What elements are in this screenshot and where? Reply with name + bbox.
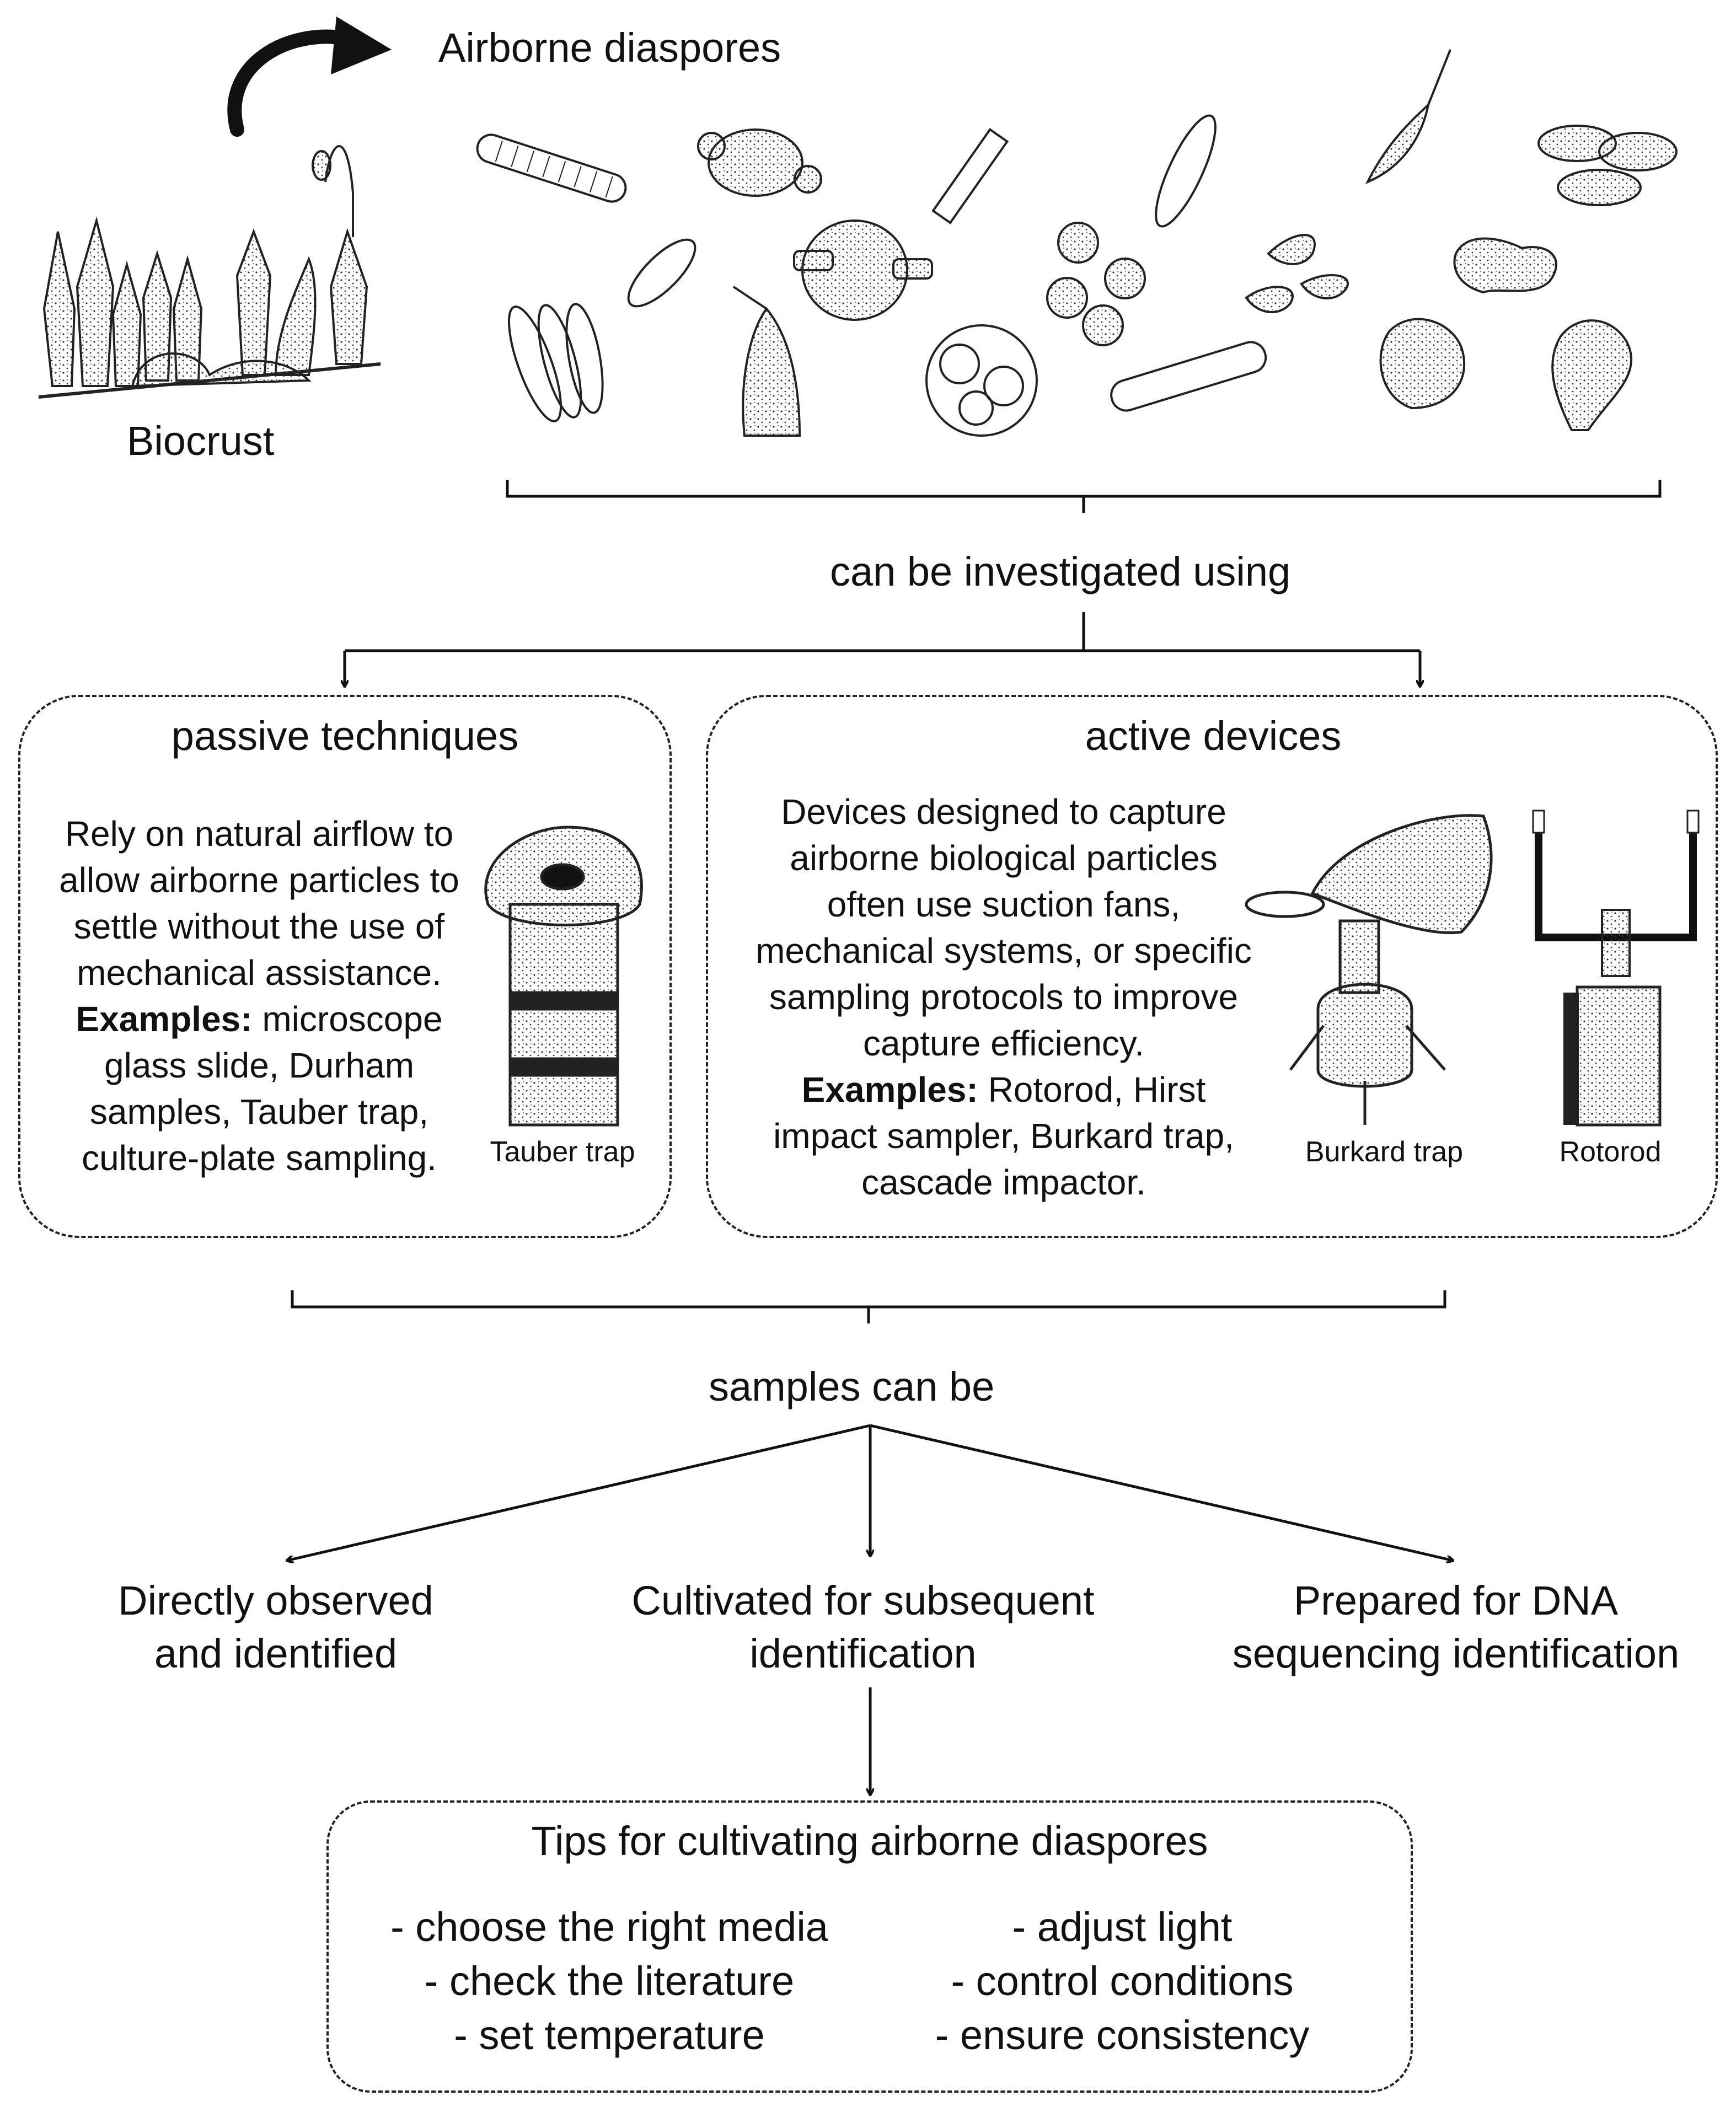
outcome-line: Directly observed	[118, 1578, 433, 1623]
passive-examples-label: Examples:	[76, 999, 253, 1039]
outcome-cultivated: Cultivated for subsequent identification	[587, 1574, 1139, 1680]
active-examples-first: Rotorod, Hirst	[988, 1070, 1206, 1109]
outcome-arrows	[287, 1424, 1453, 1561]
active-line: mechanical systems, or specific	[756, 931, 1252, 971]
passive-line: mechanical assistance.	[77, 953, 442, 993]
active-line: airborne biological particles	[790, 838, 1218, 878]
active-title: active devices	[1085, 713, 1342, 759]
active-description: Devices designed to capture airborne bio…	[717, 789, 1290, 1205]
tip-item: - check the literature	[424, 1958, 795, 2004]
passive-examples-line: Examples: microscope	[33, 996, 485, 1042]
tauber-trap-illustration	[484, 825, 643, 1127]
active-line: Devices designed to capture	[781, 792, 1226, 832]
active-line: sampling protocols to improve	[769, 977, 1239, 1017]
passive-line: glass slide, Durham	[104, 1046, 414, 1085]
outcome-line: sequencing identification	[1232, 1631, 1680, 1676]
outcome-line: identification	[749, 1631, 977, 1676]
passive-line: Rely on natural airflow to	[65, 814, 454, 854]
diaspores-label: Airborne diaspores	[438, 25, 781, 71]
passive-techniques-box	[18, 695, 672, 1238]
biocrust-illustration	[38, 145, 381, 399]
active-examples-label: Examples:	[801, 1070, 978, 1109]
curved-arrow-icon	[227, 17, 392, 137]
burkard-trap-illustration	[1245, 814, 1493, 1125]
tips-title: Tips for cultivating airborne diaspores	[531, 1818, 1208, 1864]
rotorod-illustration	[1532, 810, 1700, 1127]
middle-bracket	[291, 1290, 1446, 1323]
outcome-line: and identified	[154, 1631, 398, 1676]
active-devices-box	[706, 695, 1718, 1238]
split-arrows	[345, 612, 1420, 687]
samples-label: samples can be	[709, 1364, 995, 1409]
rotorod-caption: Rotorod	[1559, 1136, 1662, 1168]
tip-item: - choose the right media	[390, 1904, 828, 1950]
burkard-trap-caption: Burkard trap	[1305, 1136, 1464, 1168]
tip-item: - set temperature	[454, 2012, 765, 2058]
active-line: capture efficiency.	[863, 1023, 1144, 1063]
tauber-trap-caption: Tauber trap	[490, 1136, 635, 1168]
passive-line: samples, Tauber trap,	[89, 1092, 429, 1132]
diaspore-drawings	[476, 49, 1678, 437]
tips-left-column: - choose the right media - check the lit…	[353, 1900, 866, 2062]
biocrust-label: Biocrust	[127, 418, 275, 464]
top-bracket	[506, 480, 1662, 513]
tips-box	[326, 1800, 1413, 2093]
tip-item: - control conditions	[951, 1958, 1294, 2004]
passive-title: passive techniques	[171, 713, 519, 759]
outcome-directly-observed: Directly observed and identified	[55, 1574, 496, 1680]
outcome-line: Prepared for DNA	[1293, 1578, 1619, 1623]
passive-description: Rely on natural airflow to allow airborn…	[33, 811, 485, 1181]
passive-examples-first: microscope	[262, 999, 443, 1039]
tip-item: - ensure consistency	[935, 2012, 1310, 2058]
active-line: often use suction fans,	[827, 885, 1181, 924]
tip-item: - adjust light	[1012, 1904, 1233, 1950]
passive-line: allow airborne particles to	[59, 860, 459, 900]
active-line: cascade impactor.	[861, 1162, 1146, 1202]
investigate-label: can be investigated using	[830, 549, 1291, 594]
tips-right-column: - adjust light - control conditions - en…	[882, 1900, 1362, 2062]
passive-line: culture-plate sampling.	[82, 1138, 437, 1178]
outcome-line: Cultivated for subsequent	[631, 1578, 1095, 1623]
outcome-dna-sequencing: Prepared for DNA sequencing identificati…	[1180, 1574, 1732, 1680]
passive-line: settle without the use of	[73, 907, 445, 946]
active-line: impact sampler, Burkard trap,	[773, 1116, 1234, 1156]
active-examples-line: Examples: Rotorod, Hirst	[717, 1066, 1290, 1113]
